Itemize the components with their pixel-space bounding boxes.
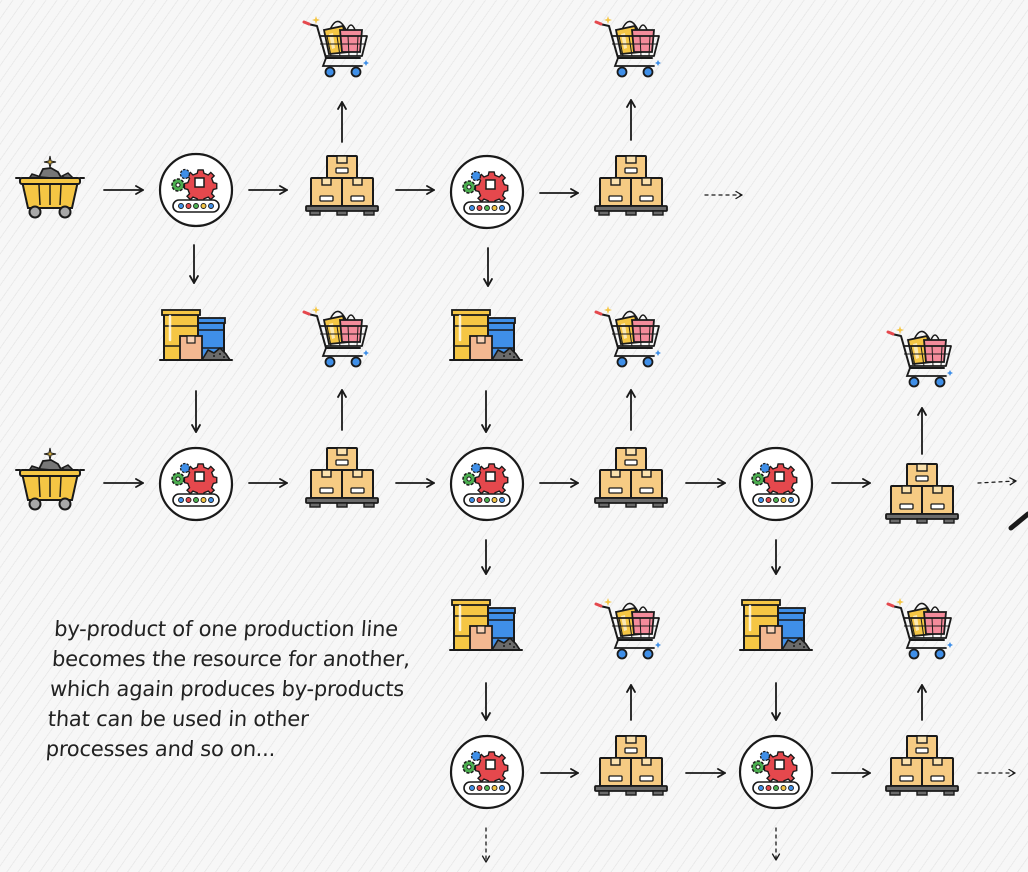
factory-gear-icon	[449, 446, 525, 522]
factory-gear-icon	[158, 446, 234, 522]
boxes-pallet-icon	[305, 447, 379, 508]
ore-cart-icon	[15, 447, 85, 511]
factory-gear-icon	[449, 154, 525, 230]
shopping-cart-icon	[302, 14, 371, 78]
shopping-cart-icon	[886, 596, 955, 660]
shopping-cart-icon	[302, 304, 371, 368]
boxes-pallet-icon	[305, 155, 379, 216]
shopping-cart-icon	[594, 304, 663, 368]
ore-cart-icon	[15, 155, 85, 219]
shopping-cart-icon	[886, 324, 955, 388]
edge-mark	[1008, 511, 1028, 531]
boxes-pallet-icon	[594, 735, 668, 796]
diagram-caption: by-product of one production line become…	[44, 617, 411, 761]
flow-arrow-dashed	[977, 477, 1017, 486]
factory-gear-icon	[738, 734, 814, 810]
boxes-pallet-icon	[885, 463, 959, 524]
boxes-pallet-icon	[885, 735, 959, 796]
barrels-byproduct-icon	[738, 598, 814, 652]
factory-gear-icon	[158, 152, 234, 228]
boxes-pallet-icon	[594, 155, 668, 216]
barrels-byproduct-icon	[448, 598, 524, 652]
barrels-byproduct-icon	[158, 308, 234, 362]
shopping-cart-icon	[594, 14, 663, 78]
barrels-byproduct-icon	[448, 308, 524, 362]
boxes-pallet-icon	[594, 447, 668, 508]
factory-gear-icon	[738, 446, 814, 522]
flow-arrows	[103, 99, 1017, 863]
factory-gear-icon	[449, 734, 525, 810]
shopping-cart-icon	[594, 596, 663, 660]
